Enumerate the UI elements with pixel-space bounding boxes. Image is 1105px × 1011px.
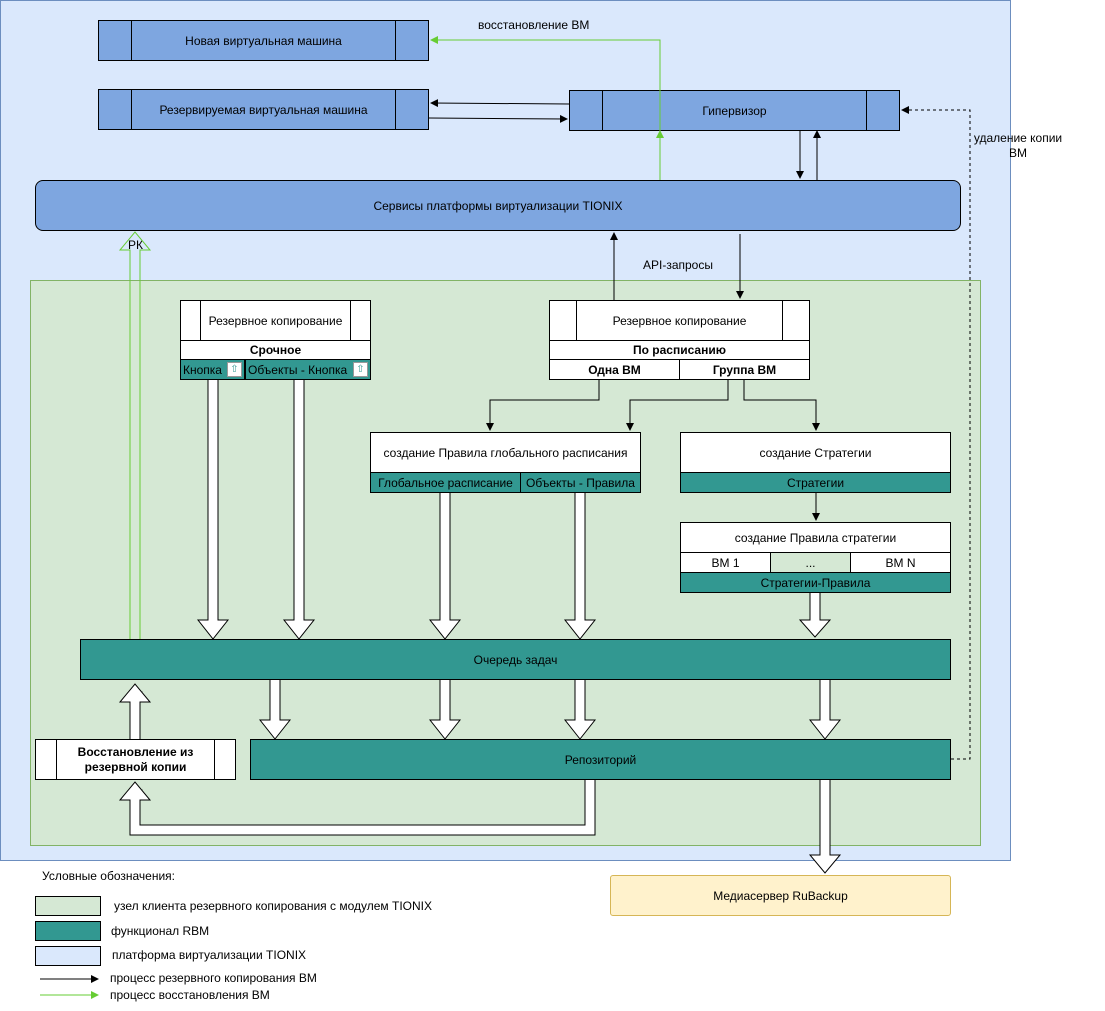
mediaserver-node: Медиасервер RuBackup: [610, 875, 951, 916]
global-schedule-node: Глобальное расписание: [370, 472, 521, 493]
services-label: Сервисы платформы виртуализации TIONIX: [373, 198, 623, 213]
upload-icon: ⇧: [227, 362, 242, 377]
upload-icon: ⇧: [353, 362, 368, 377]
objects-rules-label: Объекты - Правила: [526, 475, 635, 490]
task-queue-node: Очередь задач: [80, 639, 951, 680]
group-vm-label: Группа ВМ: [712, 362, 777, 377]
sched-sub-label: По расписанию: [633, 343, 726, 357]
global-rule-label: создание Правила глобального расписания: [383, 445, 628, 460]
legend-item-label: процесс резервного копирования ВМ: [110, 971, 317, 985]
task-queue-label: Очередь задач: [473, 652, 558, 667]
legend-title: Условные обозначения:: [42, 869, 175, 883]
vmn-label: ВМ N: [885, 555, 916, 570]
button-label: Кнопка: [183, 362, 222, 377]
legend-swatch-platform: [35, 946, 101, 966]
legend-swatch-rbm: [35, 921, 101, 941]
sched-backup-node: Резервное копирование: [549, 300, 810, 341]
manual-backup-node: Резервное копирование: [180, 300, 371, 341]
legend-item-label: функционал RBM: [111, 924, 210, 938]
create-strategy-label: создание Стратегии: [759, 445, 872, 460]
strategy-node: Стратегии: [680, 472, 951, 493]
strategy-rules-node: Стратегии-Правила: [680, 572, 951, 593]
backup-vm-node: Резервируемая виртуальная машина: [98, 89, 429, 130]
legend-item-label: процесс восстановления ВМ: [110, 988, 270, 1002]
legend-item-label: узел клиента резервного копирования с мо…: [114, 899, 433, 913]
services-node: Сервисы платформы виртуализации TIONIX: [35, 180, 961, 231]
repository-label: Репозиторий: [564, 752, 637, 767]
objects-rules-node: Объекты - Правила: [520, 472, 641, 493]
vm1-label: ВМ 1: [711, 555, 740, 570]
legend-item-label: платформа виртуализации TIONIX: [112, 948, 307, 962]
create-strategy-node: создание Стратегии: [680, 432, 951, 473]
rk-label: РК: [128, 689, 143, 703]
vm-ellipsis-node: ...: [770, 552, 851, 573]
rk-label: РК: [267, 718, 282, 732]
api-requests-label: API-запросы: [643, 258, 713, 272]
strategy-rule-node: создание Правила стратегии: [680, 522, 951, 553]
strategy-rule-label: создание Правила стратегии: [734, 530, 897, 545]
rk-label: РК: [817, 853, 832, 867]
new-vm-label: Новая виртуальная машина: [185, 33, 342, 48]
one-vm-node: Одна ВМ: [549, 359, 680, 380]
strategy-rules-label: Стратегии-Правила: [760, 575, 871, 590]
hypervisor-label: Гипервизор: [702, 103, 767, 118]
rk-label: РК: [437, 718, 452, 732]
rk-label: РК: [128, 787, 143, 801]
group-vm-node: Группа ВМ: [679, 359, 810, 380]
sched-backup-label: Резервное копирование: [612, 313, 747, 328]
backup-vm-label: Резервируемая виртуальная машина: [159, 102, 368, 117]
global-rule-node: создание Правила глобального расписания: [370, 432, 641, 473]
restore-label: Восстановление из резервной копии: [77, 744, 194, 774]
rk-label: РК: [817, 718, 832, 732]
mediaserver-label: Медиасервер RuBackup: [713, 888, 848, 903]
sched-sub-node: По расписанию: [549, 340, 810, 360]
manual-sub-label: Срочное: [249, 343, 302, 357]
one-vm-label: Одна ВМ: [588, 362, 641, 377]
restore-node: Восстановление из резервной копии: [35, 739, 236, 780]
rk-label: РК: [128, 238, 143, 252]
new-vm-node: Новая виртуальная машина: [98, 20, 429, 61]
rk-label: РК: [572, 718, 587, 732]
repository-node: Репозиторий: [250, 739, 951, 780]
strategy-label: Стратегии: [786, 475, 845, 490]
button-node: Кнопка ⇧: [180, 359, 245, 380]
hypervisor-node: Гипервизор: [569, 90, 900, 131]
legend-swatch-client: [35, 896, 101, 916]
objects-button-node: Объекты - Кнопка ⇧: [245, 359, 371, 380]
vm-ellipsis-label: ...: [805, 555, 816, 570]
global-schedule-label: Глобальное расписание: [378, 475, 513, 490]
vmn-node: ВМ N: [850, 552, 951, 573]
vm1-node: ВМ 1: [680, 552, 771, 573]
objects-button-label: Объекты - Кнопка: [248, 362, 348, 377]
manual-sub-node: Срочное: [180, 340, 371, 360]
restore-vm-label: восстановление ВМ: [478, 18, 590, 32]
manual-backup-label: Резервное копирование: [208, 313, 343, 328]
delete-copy-label: удаление копии ВМ: [973, 131, 1063, 160]
